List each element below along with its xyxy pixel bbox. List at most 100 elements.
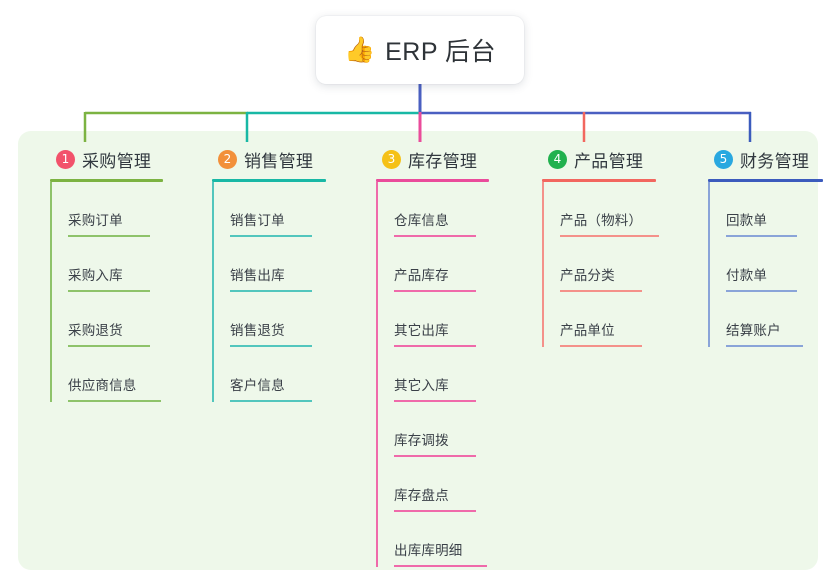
list-item-underline: 出库库明细 [394, 539, 487, 567]
thumbs-up-icon: 👍 [343, 35, 376, 64]
list-item[interactable]: 产品单位 [528, 292, 678, 347]
list-item[interactable]: 回款单 [694, 182, 832, 237]
list-item-label: 出库库明细 [394, 543, 463, 558]
list-item-underline: 销售退货 [230, 319, 312, 347]
column-header-3[interactable]: 3 库存管理 [362, 146, 512, 172]
list-item-underline: 回款单 [726, 209, 797, 237]
column-underline [212, 179, 326, 182]
column-underline [708, 179, 823, 182]
list-item-underline: 结算账户 [726, 319, 803, 347]
list-item-label: 销售订单 [230, 213, 285, 228]
list-item[interactable]: 库存盘点 [362, 457, 512, 512]
list-item-label: 回款单 [726, 213, 768, 228]
list-item[interactable]: 采购入库 [36, 237, 186, 292]
column-spine [50, 182, 52, 402]
list-item-underline: 产品分类 [560, 264, 642, 292]
column-underline [542, 179, 656, 182]
column-header-4[interactable]: 4 产品管理 [528, 146, 678, 172]
column-header-5[interactable]: 5 财务管理 [694, 146, 832, 172]
list-item[interactable]: 付款单 [694, 237, 832, 292]
column-spine [212, 182, 214, 402]
list-item-underline: 库存盘点 [394, 484, 476, 512]
column-5: 5 财务管理回款单付款单结算账户 [694, 146, 832, 347]
list-item[interactable]: 采购退货 [36, 292, 186, 347]
list-item-label: 客户信息 [230, 378, 285, 393]
column-1: 1 采购管理采购订单采购入库采购退货供应商信息 [36, 146, 186, 402]
list-item-underline: 采购退货 [68, 319, 150, 347]
list-item[interactable]: 产品分类 [528, 237, 678, 292]
list-item-underline: 其它入库 [394, 374, 476, 402]
column-title: 财务管理 [740, 151, 810, 171]
list-item-underline: 供应商信息 [68, 374, 161, 402]
list-item-underline: 仓库信息 [394, 209, 476, 237]
list-item-underline: 采购入库 [68, 264, 150, 292]
list-item-label: 仓库信息 [394, 213, 449, 228]
column-number-badge: 4 [548, 149, 567, 169]
column-number-badge: 3 [382, 149, 401, 169]
diagram-background-panel [18, 131, 818, 570]
column-4: 4 产品管理产品（物料） 产品分类产品单位 [528, 146, 678, 347]
list-item[interactable]: 供应商信息 [36, 347, 186, 402]
list-item-label: 库存调拨 [394, 433, 449, 448]
list-item[interactable]: 其它出库 [362, 292, 512, 347]
column-2: 2 销售管理销售订单销售出库销售退货客户信息 [198, 146, 348, 402]
list-item[interactable]: 结算账户 [694, 292, 832, 347]
list-item[interactable]: 销售退货 [198, 292, 348, 347]
root-node-erp-backend[interactable]: 👍 ERP 后台 [316, 16, 524, 84]
list-item[interactable]: 采购订单 [36, 182, 186, 237]
list-item-label: 采购入库 [68, 268, 123, 283]
list-item-label: 其它出库 [394, 323, 449, 338]
column-items: 回款单付款单结算账户 [694, 182, 832, 347]
column-underline [376, 179, 489, 182]
list-item[interactable]: 库存调拨 [362, 402, 512, 457]
column-number-badge: 1 [56, 149, 75, 169]
list-item[interactable]: 仓库信息 [362, 182, 512, 237]
list-item-label: 采购订单 [68, 213, 123, 228]
column-title: 采购管理 [82, 151, 152, 171]
list-item-label: 采购退货 [68, 323, 123, 338]
list-item-underline: 库存调拨 [394, 429, 476, 457]
list-item[interactable]: 销售出库 [198, 237, 348, 292]
list-item-label: 产品分类 [560, 268, 615, 283]
column-spine [708, 182, 710, 347]
column-spine [376, 182, 378, 567]
list-item-label: 结算账户 [726, 323, 781, 338]
list-item-underline: 其它出库 [394, 319, 476, 347]
column-number-badge: 2 [218, 149, 237, 169]
list-item-underline: 产品（物料） [560, 209, 659, 237]
list-item-label: 销售出库 [230, 268, 285, 283]
list-item-underline: 销售订单 [230, 209, 312, 237]
column-items: 仓库信息产品库存其它出库其它入库库存调拨库存盘点出库库明细 [362, 182, 512, 567]
list-item-label: 产品单位 [560, 323, 615, 338]
column-spine [542, 182, 544, 347]
list-item[interactable]: 其它入库 [362, 347, 512, 402]
list-item-label: 产品库存 [394, 268, 449, 283]
list-item[interactable]: 出库库明细 [362, 512, 512, 567]
list-item[interactable]: 产品库存 [362, 237, 512, 292]
list-item-label: 产品（物料） [560, 213, 643, 228]
list-item-underline: 付款单 [726, 264, 797, 292]
list-item-underline: 产品库存 [394, 264, 476, 292]
list-item-label: 其它入库 [394, 378, 449, 393]
column-number-badge: 5 [714, 149, 733, 169]
column-3: 3 库存管理仓库信息产品库存其它出库其它入库库存调拨库存盘点出库库明细 [362, 146, 512, 567]
column-title: 库存管理 [408, 151, 478, 171]
list-item[interactable]: 产品（物料） [528, 182, 678, 237]
column-header-1[interactable]: 1 采购管理 [36, 146, 186, 172]
list-item-underline: 采购订单 [68, 209, 150, 237]
list-item-underline: 销售出库 [230, 264, 312, 292]
column-items: 采购订单采购入库采购退货供应商信息 [36, 182, 186, 402]
list-item[interactable]: 销售订单 [198, 182, 348, 237]
column-title: 销售管理 [244, 151, 314, 171]
root-node-label: ERP 后台 [385, 38, 497, 66]
list-item[interactable]: 客户信息 [198, 347, 348, 402]
column-header-2[interactable]: 2 销售管理 [198, 146, 348, 172]
list-item-underline: 客户信息 [230, 374, 312, 402]
list-item-underline: 产品单位 [560, 319, 642, 347]
column-items: 销售订单销售出库销售退货客户信息 [198, 182, 348, 402]
list-item-label: 供应商信息 [68, 378, 137, 393]
column-items: 产品（物料） 产品分类产品单位 [528, 182, 678, 347]
list-item-label: 库存盘点 [394, 488, 449, 503]
column-title: 产品管理 [574, 151, 644, 171]
